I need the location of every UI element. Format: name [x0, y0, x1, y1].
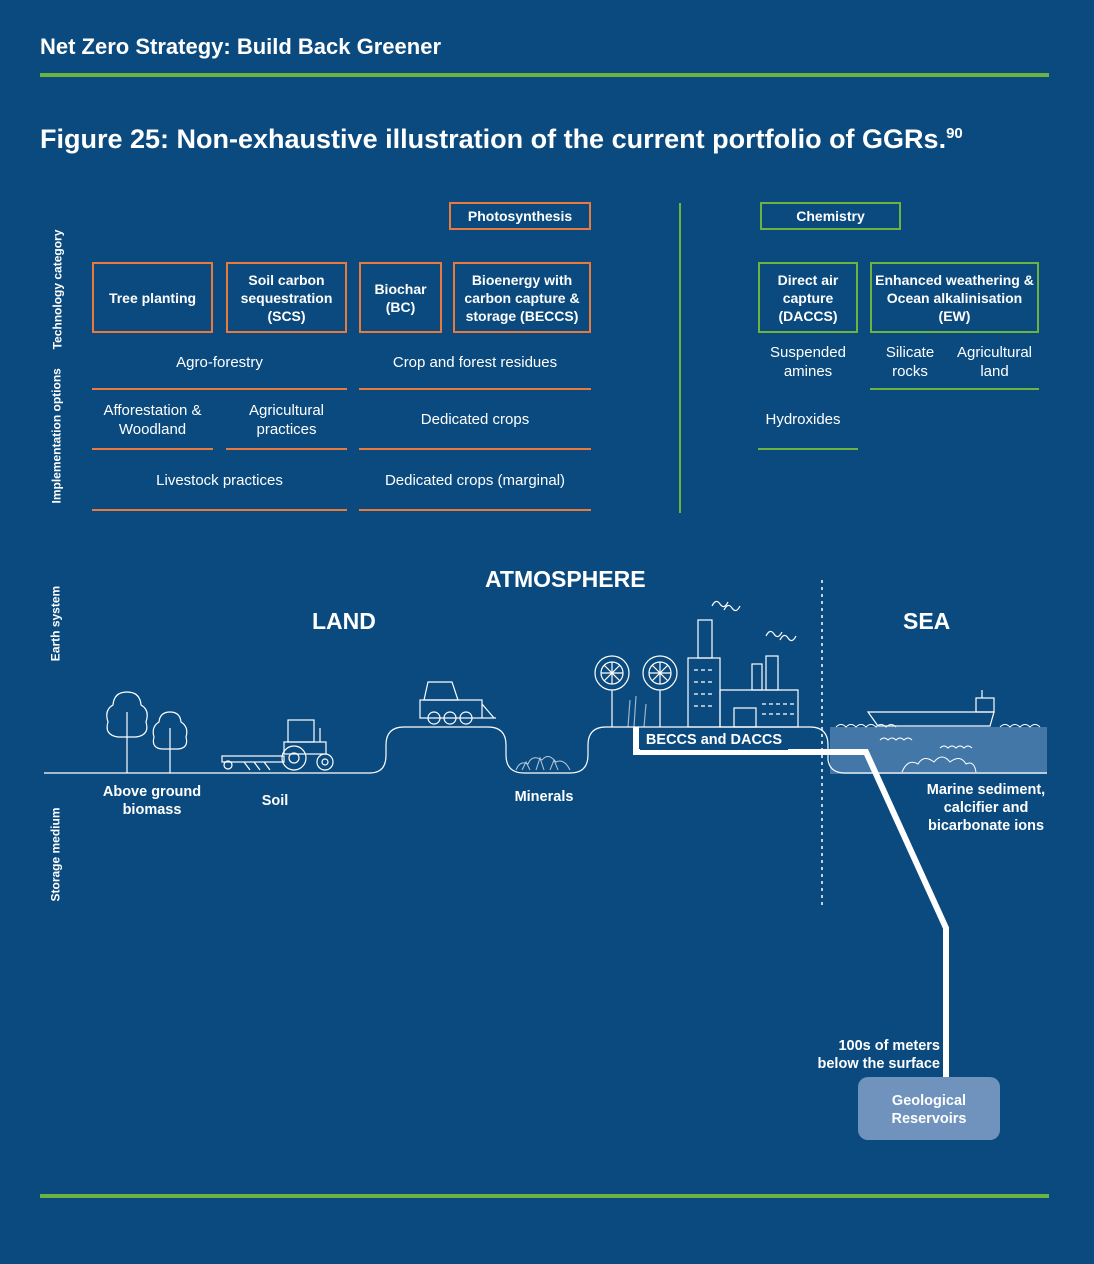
loader-icon: [419, 681, 496, 725]
header-title: Net Zero Strategy: Build Back Greener: [40, 34, 442, 59]
footnote-ref: 90: [946, 125, 963, 142]
geological-reservoir: [858, 1077, 1000, 1140]
ew-box: Enhanced weathering & Ocean alkalinisati…: [870, 262, 1039, 333]
divider: [870, 388, 1039, 390]
option-agri-land: Agricultural land: [956, 344, 1033, 380]
ground-line: [44, 726, 1047, 774]
divider: [92, 509, 347, 511]
option-dedicated-crops: Dedicated crops: [420, 410, 530, 428]
divider: [226, 448, 347, 450]
daccs-box: Direct air capture (DACCS): [758, 262, 858, 333]
option-dedicated-marginal: Dedicated crops (marginal): [384, 471, 566, 489]
minerals-icon: [515, 756, 571, 771]
option-agro-forestry: Agro-forestry: [176, 353, 263, 371]
storage-above-ground: Above ground biomass: [102, 784, 202, 818]
option-suspended-amines: Suspended amines: [770, 344, 846, 380]
land-label: LAND: [312, 608, 376, 634]
option-livestock: Livestock practices: [156, 471, 283, 489]
chemistry-tag: Chemistry: [760, 202, 901, 230]
atmosphere-label: ATMOSPHERE: [485, 566, 646, 592]
storage-depth: 100s of meters below the surface: [817, 1038, 940, 1072]
storage-pipe: [633, 727, 949, 1078]
group-divider: [679, 203, 681, 513]
beccs-box: Bioenergy with carbon capture & storage …: [453, 262, 591, 333]
dac-fans-icon: [594, 655, 678, 728]
figure-title: Figure 25: Non-exhaustive illustration o…: [40, 124, 963, 154]
photosynthesis-tag: Photosynthesis: [449, 202, 591, 230]
sea-label: SEA: [903, 608, 951, 634]
option-hydroxides: Hydroxides: [765, 410, 841, 428]
factory-icon: [687, 600, 799, 728]
tractor-icon: [221, 719, 334, 771]
divider: [359, 388, 591, 390]
storage-minerals: Minerals: [514, 789, 574, 805]
divider: [359, 509, 591, 511]
option-silicate-rocks: Silicate rocks: [885, 344, 935, 380]
storage-beccs-daccs: BECCS and DACCS: [640, 731, 788, 750]
scs-box: Soil carbon sequestration (SCS): [226, 262, 347, 333]
tree-planting-box: Tree planting: [92, 262, 213, 333]
trees-icon: [106, 691, 188, 773]
divider: [758, 448, 858, 450]
option-crop-residues: Crop and forest residues: [392, 353, 558, 371]
bottom-divider: [40, 1194, 1049, 1198]
divider: [92, 448, 213, 450]
storage-geological: Geological Reservoirs: [891, 1093, 967, 1127]
storage-marine: Marine sediment, calcifier and bicarbona…: [926, 782, 1046, 834]
top-divider: [40, 73, 1049, 77]
option-afforestation: Afforestation & Woodland: [103, 402, 202, 438]
storage-soil: Soil: [261, 793, 289, 809]
divider: [92, 388, 347, 390]
option-agri-practices: Agricultural practices: [248, 402, 325, 438]
ship-icon: [866, 690, 995, 727]
waves-icon: [835, 724, 1041, 773]
biochar-box: Biochar (BC): [359, 262, 442, 333]
divider: [359, 448, 591, 450]
